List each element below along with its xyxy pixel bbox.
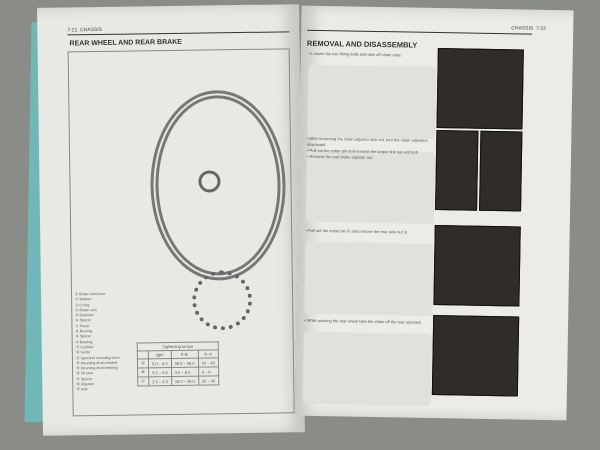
header-rule — [307, 29, 533, 35]
cell: 50 – 80 — [198, 357, 219, 368]
cell: 36.0 – 58.0 — [171, 358, 199, 368]
cell: Ⓒ — [137, 376, 149, 386]
left-page: 7-21 CHASSIS REAR WHEEL AND REAR BRAKE ①… — [37, 4, 305, 436]
table-header — [137, 350, 149, 359]
step-block: • Loosen the two fitting bolts and take … — [309, 51, 437, 59]
page-number: 7-21 — [67, 27, 78, 34]
section-name: CHASSIS — [80, 26, 103, 34]
cell: 18.0 – 29.0 — [171, 376, 199, 386]
cell: Ⓑ — [137, 367, 149, 377]
faded-illustration — [307, 64, 437, 140]
page-header: CHASSIS 7-22 — [511, 25, 546, 32]
page-title: REAR WHEEL AND REAR BRAKE — [69, 38, 182, 48]
faded-illustration — [302, 331, 432, 406]
cell: 5.0 – 8.0 — [148, 358, 172, 368]
faded-illustration — [304, 241, 434, 316]
step-photo — [435, 130, 479, 211]
step-block: • After loosening the chain adjuster loc… — [307, 136, 435, 162]
cell: 25 – 40 — [198, 375, 219, 386]
page-number: 7-22 — [535, 25, 547, 32]
part-item: ⑲ Axle — [76, 387, 88, 392]
step-block: • While pushing the rear wheel take the … — [304, 318, 432, 326]
cell: Ⓐ — [137, 358, 149, 368]
sprocket-illustration — [191, 269, 253, 331]
step-photo — [431, 315, 520, 397]
step-text: • While pushing the rear wheel take the … — [304, 317, 422, 325]
step-photo — [433, 225, 521, 307]
page-header: 7-21 CHASSIS — [67, 27, 102, 33]
section-name: CHASSIS — [511, 25, 534, 32]
step-text: • Loosen the two fitting bolts and take … — [308, 50, 402, 58]
cell: 0.5 – 0.8 — [148, 367, 172, 377]
cell: 5 – 8 — [198, 366, 219, 377]
step-photo — [479, 130, 523, 212]
step-text: • Pull out the cotter pin ① and remove t… — [305, 227, 409, 235]
cell: 2.5 – 4.0 — [148, 376, 172, 386]
cell: 3.5 – 6.0 — [171, 367, 199, 377]
right-page: CHASSIS 7-22 REMOVAL AND DISASSEMBLY • L… — [294, 5, 574, 421]
step-block: • Pull out the cotter pin ① and remove t… — [306, 228, 434, 236]
step-photo — [436, 48, 524, 130]
page-title: REMOVAL AND DISASSEMBLY — [306, 38, 418, 50]
